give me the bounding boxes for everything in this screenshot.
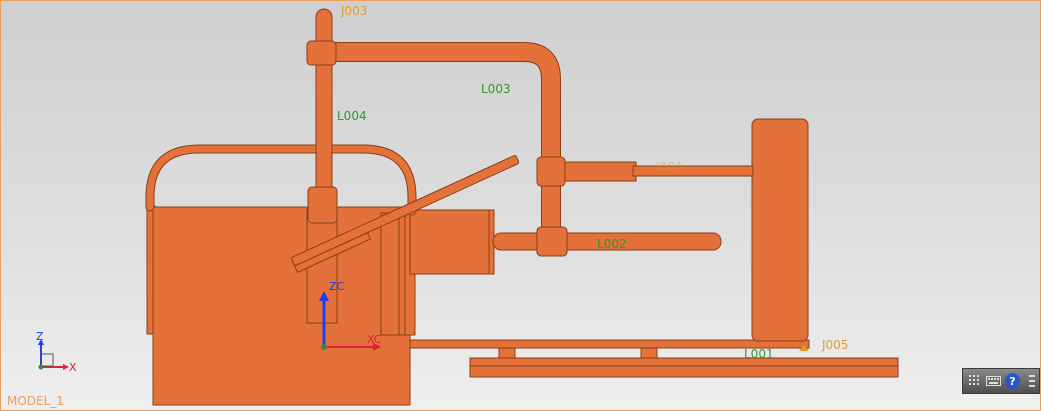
triad-z-label: Z xyxy=(36,330,44,343)
link-label-l001[interactable]: L001 xyxy=(744,347,774,361)
zc-arrow xyxy=(319,291,329,301)
rail-foot-right xyxy=(640,347,658,359)
link-label-l004[interactable]: L004 xyxy=(337,109,367,123)
origin-point xyxy=(321,344,327,350)
collar-mid xyxy=(307,186,338,224)
joint-label-j003[interactable]: J003 xyxy=(341,4,368,18)
triad-x-label: X xyxy=(69,361,77,374)
inclined-arm-lower xyxy=(294,232,372,274)
link-l004-shaft xyxy=(315,8,333,210)
rail-foot-left xyxy=(498,347,516,359)
zc-label: ZC xyxy=(329,280,345,293)
j004-rod-thick xyxy=(560,161,637,182)
j005-marker xyxy=(799,345,809,351)
main-box xyxy=(152,206,411,406)
model-name-label: MODEL_1 xyxy=(7,394,64,408)
menu-icon[interactable] xyxy=(1024,373,1039,389)
help-icon[interactable]: ? xyxy=(1005,373,1020,389)
collar-top xyxy=(306,40,337,66)
right-column xyxy=(751,118,809,342)
triad-plane xyxy=(40,353,54,367)
triad-z-arrow xyxy=(38,339,44,345)
box-inner-plate xyxy=(380,212,416,336)
xc-arrow xyxy=(373,343,381,351)
joint-label-j004[interactable]: J004 xyxy=(656,160,683,174)
collar-l002 xyxy=(536,226,568,257)
motor-block xyxy=(409,209,495,275)
j004-rod-thin xyxy=(632,165,754,177)
xc-label: XC xyxy=(367,333,382,346)
keyboard-icon[interactable] xyxy=(986,373,1001,389)
link-label-l002[interactable]: L002 xyxy=(597,237,627,251)
joint-label-j005[interactable]: J005 xyxy=(822,338,849,352)
base-rail-lower xyxy=(469,365,899,378)
triad-origin xyxy=(38,364,44,370)
link-label-l003[interactable]: L003 xyxy=(481,82,511,96)
base-rail-upper xyxy=(469,357,899,367)
collar-j004 xyxy=(536,156,566,187)
inclined-arm xyxy=(291,155,520,266)
view-toolbar: ? xyxy=(962,368,1040,394)
grid-icon[interactable] xyxy=(967,373,982,389)
triad-x-arrow xyxy=(63,364,69,370)
handle-loop xyxy=(145,144,417,216)
